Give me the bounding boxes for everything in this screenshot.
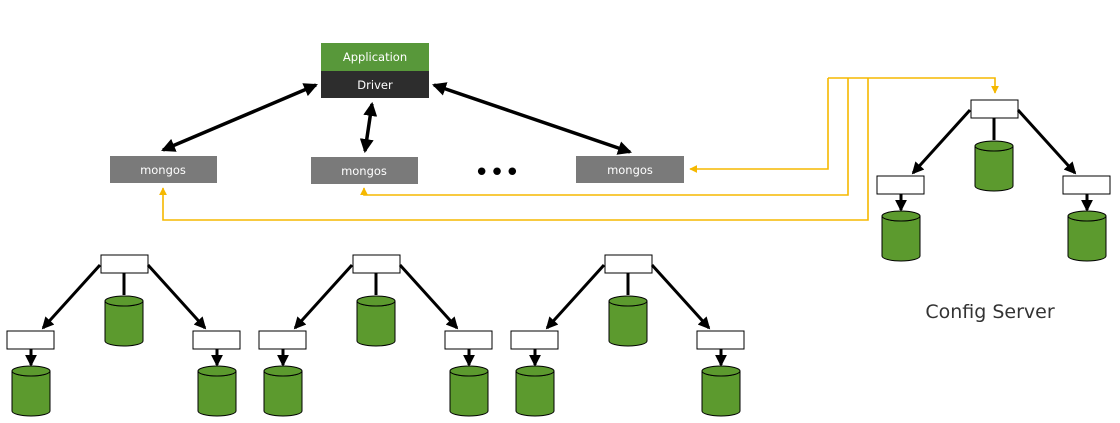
replication-arrow-left [545,263,606,330]
replication-arrow-right [1016,108,1077,175]
secondary-database-right [449,365,489,417]
mongos-label: mongos [140,163,186,177]
primary-node-box [970,99,1019,119]
arrow-driver-mongos-3 [432,82,632,155]
config-link-main [828,77,999,94]
mongos-label: mongos [341,164,387,178]
primary-database [608,295,648,347]
application-label: Application [343,50,407,64]
primary-database [356,295,396,347]
config-link-mongos-3 [689,78,829,173]
secondary-database-right [197,365,237,417]
mongos-router-2: mongos [311,157,418,184]
secondary-node-box-left [6,330,55,350]
shard-replica-set-2 [258,254,493,417]
replica-sets [6,99,1111,417]
arrow-driver-mongos-2 [359,101,378,154]
replication-arrow-left [293,263,354,330]
mongos-router-1: mongos [110,156,217,183]
secondary-database-left [881,210,921,262]
driver-box [321,71,429,98]
primary-database [104,295,144,347]
mongos-router-3: mongos [576,156,684,183]
secondary-database-left [515,365,555,417]
secondary-database-right [1067,210,1107,262]
shard-replica-set-1 [6,254,241,417]
replication-arrow-left [41,263,102,330]
ellipsis-dots: ••• [474,158,520,188]
secondary-node-box-right [444,330,493,350]
application-box [321,43,429,71]
arrow-driver-mongos-1 [161,83,318,152]
secondary-database-left [11,365,51,417]
replication-arrow-right [398,263,459,330]
secondary-node-box-right [192,330,241,350]
shard-replica-set-3 [510,254,745,417]
primary-node-box [604,254,653,274]
mongos-box [576,156,684,183]
config-link-mongos-1 [159,78,869,221]
secondary-node-box-right [1062,175,1111,195]
primary-node-box [100,254,149,274]
mongos-box [311,157,418,184]
primary-database [974,140,1014,192]
secondary-database-right [701,365,741,417]
primary-node-box [352,254,401,274]
driver-label: Driver [357,78,393,92]
secondary-node-box-left [510,330,559,350]
driver-mongos-arrows [161,82,632,155]
secondary-node-box-left [876,175,925,195]
config-server-replica-set [876,99,1111,262]
replication-arrow-right [146,263,207,330]
replication-arrow-left [911,108,972,175]
mongos-label: mongos [607,163,653,177]
secondary-node-box-right [696,330,745,350]
config-link-mongos-2 [360,78,849,196]
replication-arrow-right [650,263,711,330]
secondary-database-left [263,365,303,417]
config-server-label: Config Server [925,301,1054,323]
config-server-links [159,77,999,221]
mongos-box [110,156,217,183]
application-driver-block: Application Driver [321,43,429,98]
secondary-node-box-left [258,330,307,350]
